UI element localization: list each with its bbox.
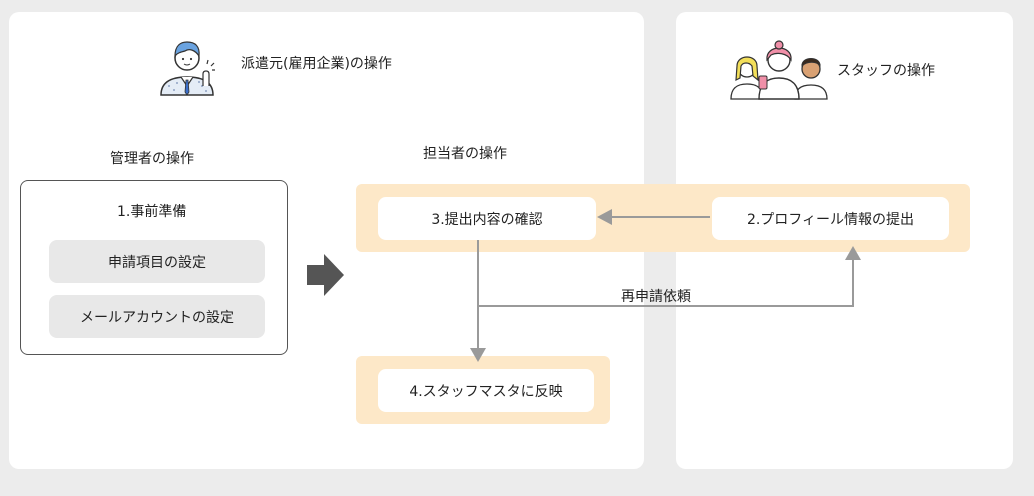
businessman-icon: [160, 41, 215, 96]
confirm-submission-card[interactable]: 3.提出内容の確認: [378, 197, 596, 240]
preparation-box: 1.事前準備 申請項目の設定 メールアカウントの設定: [20, 180, 288, 355]
admin-title: 管理者の操作: [110, 151, 194, 167]
preparation-title: 1.事前準備: [117, 204, 187, 220]
submit-profile-card[interactable]: 2.プロフィール情報の提出: [712, 197, 949, 240]
staff-in-charge-title: 担当者の操作: [423, 146, 507, 162]
dispatcher-header: 派遣元(雇用企業)の操作: [241, 56, 392, 72]
staff-header: スタッフの操作: [837, 63, 935, 79]
arrow-right-icon: [307, 254, 344, 296]
reapply-request-label: 再申請依頼: [621, 289, 691, 305]
application-items-setting-button[interactable]: 申請項目の設定: [49, 240, 265, 283]
reflect-staff-master-card[interactable]: 4.スタッフマスタに反映: [378, 369, 594, 412]
staff-group-icon: [730, 40, 828, 100]
mail-account-setting-button[interactable]: メールアカウントの設定: [49, 295, 265, 338]
